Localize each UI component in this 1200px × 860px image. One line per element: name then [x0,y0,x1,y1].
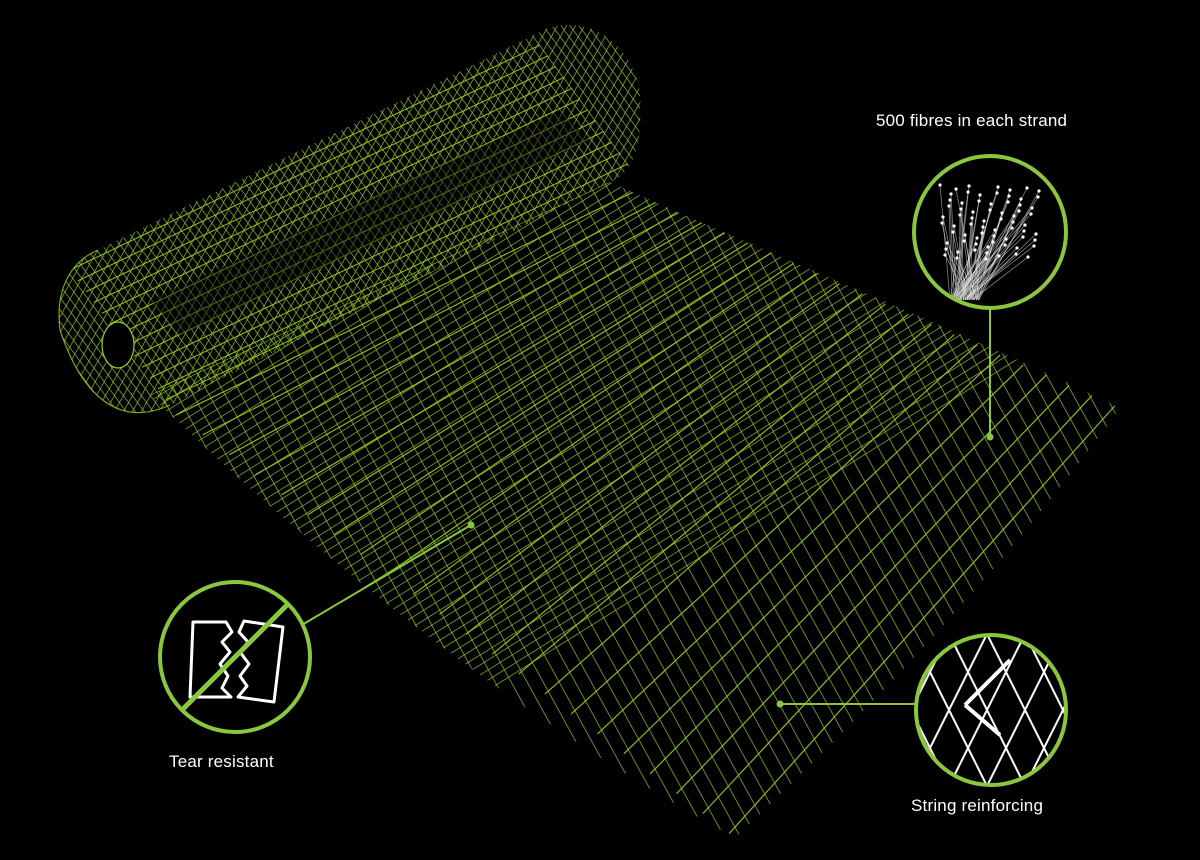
callout-string [914,633,1068,787]
callout-fibres [912,154,1068,310]
torn-sheet-icon [188,619,285,704]
string-reinforcing-label: String reinforcing [911,796,1044,815]
roll-core [101,321,135,369]
anchor-dot-tear [467,521,475,529]
tear-resistant-label: Tear resistant [169,752,274,771]
anchor-dot-fibres [986,433,994,441]
anchor-dot-string [776,700,784,708]
fibres-label: 500 fibres in each strand [876,111,1068,130]
fibre-bundle-icon [938,183,1041,301]
leader-tear [289,524,472,633]
slash-mark [181,603,289,711]
callout-tear [158,580,312,734]
callout-leaders [289,308,991,705]
